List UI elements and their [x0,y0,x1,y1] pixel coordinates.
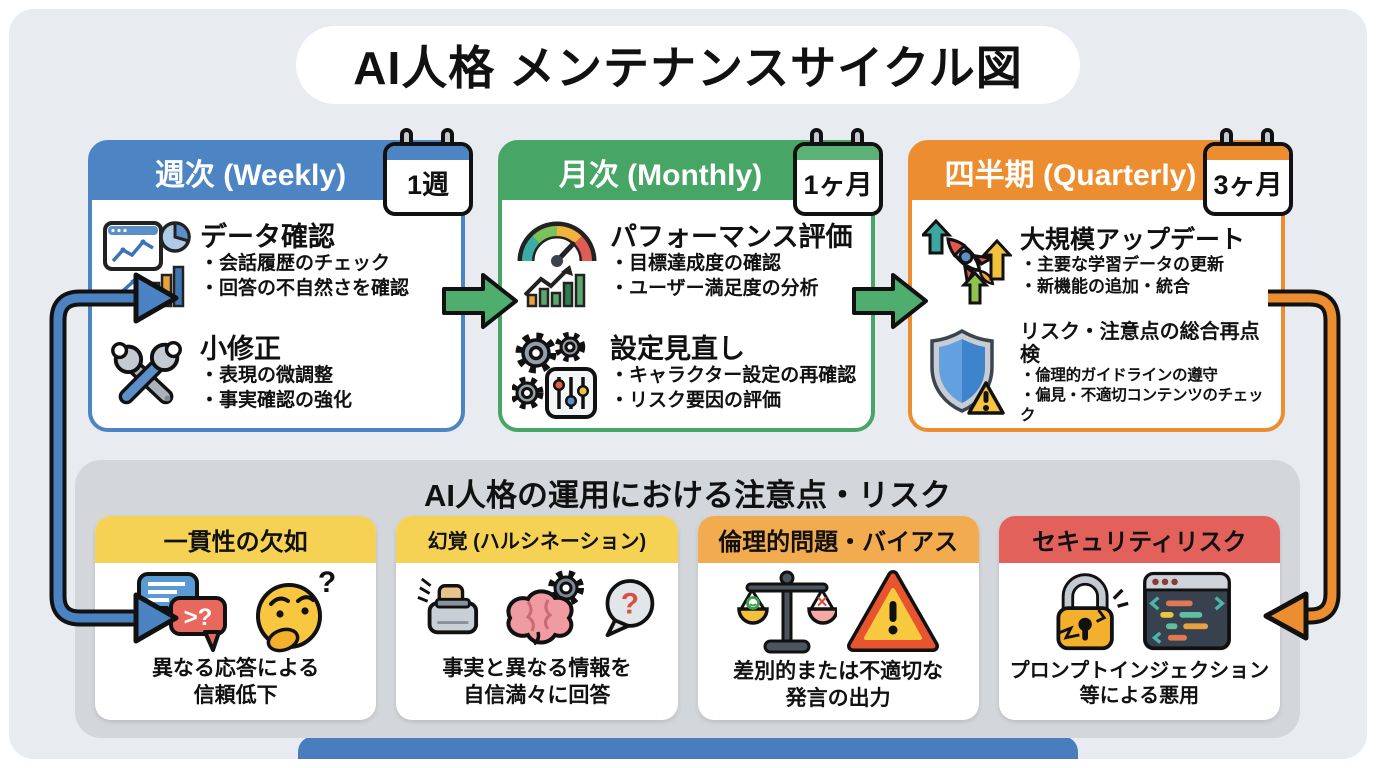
calendar-badge-quarterly: 3ヶ月 [1203,128,1293,220]
warning-icon [847,570,940,652]
task-bullet: ・回答の不自然さを確認 [200,278,410,300]
task-title: 設定見直し [610,334,745,365]
risk-desc-line: 差別的または不適切な [733,660,944,683]
scale-icon: × [737,570,838,654]
task-title: 小修正 [200,334,281,365]
task-major-update: 大規模アップデート ・主要な学習データの更新 ・新機能の追加・統合 [922,210,1269,314]
risk-card-header: 一貫性の欠如 [95,516,377,563]
risk-desc-line: 等による悪用 [1079,685,1200,708]
wrench-icon [111,341,182,405]
task-settings-review: 設定見直し ・キャラクター設定の再確認 ・リスク要因の評価 [512,322,859,426]
task-bullet: ・事実確認の強化 [200,390,353,412]
risk-card-header: 幻覚 (ハルシネーション) [396,516,678,563]
risk-desc-line: プロンプトインジェクション [1009,659,1270,682]
x-glyph: × [817,592,828,613]
calendar-badge-monthly: 1ヶ月 [793,128,883,220]
page-title: AI人格 メンテナンスサイクル図 [296,26,1080,104]
task-bullet: ・キャラクター設定の再確認 [610,365,857,387]
confused-glyph: >? [183,604,212,631]
monthly-badge-label: 1ヶ月 [803,170,873,200]
task-bullet: ・ユーザー満足度の分析 [610,278,819,300]
weekly-badge-label: 1週 [406,170,450,200]
risk-card-hallucination: 幻覚 (ハルシネーション) [396,516,678,720]
brain-gear-icon [506,569,584,646]
gears-sliders-icon [512,331,597,419]
cycle-card-quarterly: 四半期 (Quarterly) 3ヶ月 [908,128,1293,432]
arrow-weekly-to-monthly-icon [442,273,518,329]
broken-lock-icon [1056,573,1129,651]
task-performance-eval: パフォーマンス評価 ・目標達成度の確認 ・ユーザー満足度の分析 [512,210,859,314]
task-bullet: ・新機能の追加・統合 [1020,277,1190,296]
quarterly-badge-label: 3ヶ月 [1213,170,1283,200]
question-glyph: ? [317,566,335,599]
arrow-quarterly-to-risks-icon [1263,289,1341,641]
risk-desc-line: 信頼低下 [193,684,278,708]
task-bullet: ・偏見・不適切コンテンツのチェック [1020,387,1264,425]
cycle-card-weekly: 週次 (Weekly) 1週 [88,128,473,432]
task-minor-fix: 小修正 ・表現の微調整 ・事実確認の強化 [102,322,449,426]
rocket-icon [922,218,1012,305]
arrow-monthly-to-quarterly-icon [852,273,928,329]
arrow-left-cycle-to-risks-icon [49,272,179,644]
code-window-icon [1143,571,1232,651]
task-bullet: ・主要な学習データの更新 [1020,254,1224,274]
task-bullet: ・会話履歴のチェック [200,253,391,275]
footer-accent-bar [298,736,1078,768]
calendar-badge-weekly: 1週 [383,128,473,220]
toaster-icon [417,577,478,634]
task-bullet: ・倫理的ガイドラインの遵守 [1020,367,1218,385]
task-bullet: ・目標達成度の確認 [610,253,782,275]
question-bubble-icon: ? [605,578,655,637]
risk-card-header: セキュリティリスク [998,516,1280,563]
cycle-card-monthly: 月次 (Monthly) 1ヶ月 [498,128,883,432]
task-title: データ確認 [200,222,335,253]
risk-desc-line: 発言の出力 [785,686,891,710]
task-title: リスク・注意点の総合再点検 [1020,321,1260,366]
risk-desc-line: 自信満々に回答 [463,684,611,708]
page-title-text: AI人格 メンテナンスサイクル図 [353,42,1023,94]
task-risk-recheck: リスク・注意点の総合再点検 ・倫理的ガイドラインの遵守 ・偏見・不適切コンテンツ… [922,321,1269,426]
risk-card-ethics-bias: 倫理的問題・バイアス [697,516,979,720]
risk-desc-line: 事実と異なる情報を [442,657,632,681]
risk-panel-title: AI人格の運用における注意点・リスク [424,478,951,513]
thinking-face-icon: ? [255,566,336,652]
task-bullet: ・表現の微調整 [200,365,334,387]
task-bullet: ・リスク要因の評価 [610,390,782,412]
risk-card-header: 倫理的問題・バイアス [697,516,979,563]
shield-warning-icon [930,328,1005,415]
gauge-icon [517,221,597,308]
risk-panel: AI人格の運用における注意点・リスク 一貫性の欠如 >? [75,460,1300,738]
risk-card-security: セキュリティリスク [998,516,1280,720]
task-title: 大規模アップデート [1020,225,1246,254]
question-glyph: ? [621,587,639,620]
risk-desc-line: 異なる応答による [151,657,320,681]
task-title: パフォーマンス評価 [610,222,853,253]
